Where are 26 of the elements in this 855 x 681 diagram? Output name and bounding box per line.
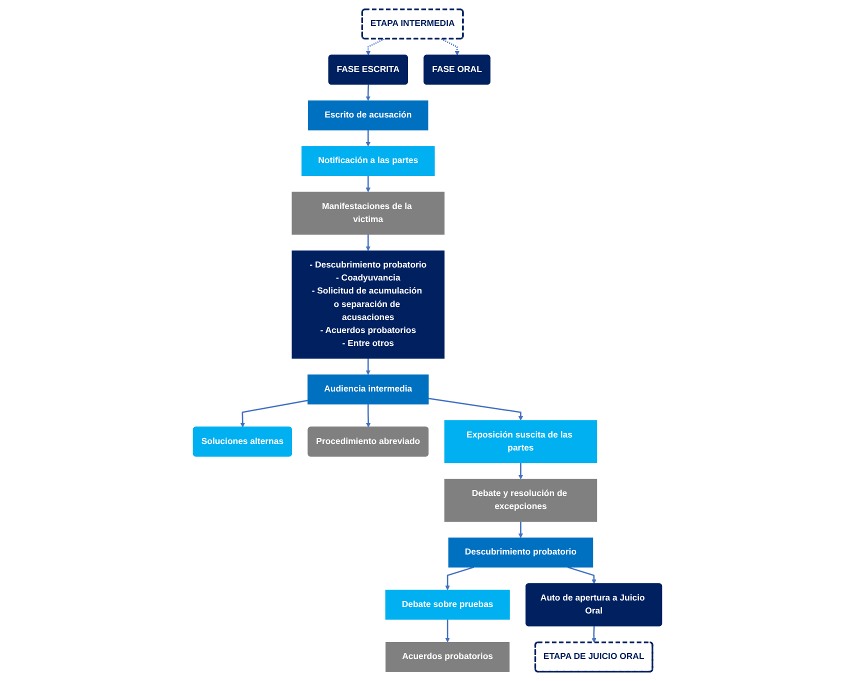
node-box: Debate y resolución de excepciones: [444, 478, 598, 522]
arrow: [441, 38, 460, 56]
node-box: - Descubrimiento probatorio - Coadyuvancia - Solicitud de acumulación o separación de acusaciones - Acuerdos probatorios - Entre otros: [292, 250, 445, 359]
arrow: [366, 404, 371, 428]
arrow: [592, 626, 596, 643]
node-box: Acuerdos probatorios: [386, 642, 510, 672]
arrow: [445, 619, 450, 642]
node-box: Debate sobre pruebas: [385, 590, 510, 620]
arrow: [366, 358, 371, 375]
arrow: [428, 398, 524, 421]
arrow: [366, 84, 371, 101]
node-box: Escrito de acusación: [308, 100, 428, 130]
arrow: [366, 234, 371, 251]
node-box: Exposición suscita de las partes: [444, 420, 598, 464]
arrow: [366, 38, 385, 56]
arrow: [568, 566, 596, 584]
node-box: Notificación a las partes: [302, 146, 435, 176]
arrow: [366, 176, 371, 192]
arrow: [445, 566, 474, 590]
arrow: [240, 400, 308, 428]
node-box: Audiencia intermedia: [308, 374, 429, 404]
node-box: Manifestaciones de la victima: [292, 192, 445, 235]
arrow: [366, 130, 371, 147]
arrow: [518, 462, 524, 480]
arrow: [518, 522, 524, 538]
node-box: Descubrimiento probatorio: [448, 538, 594, 568]
